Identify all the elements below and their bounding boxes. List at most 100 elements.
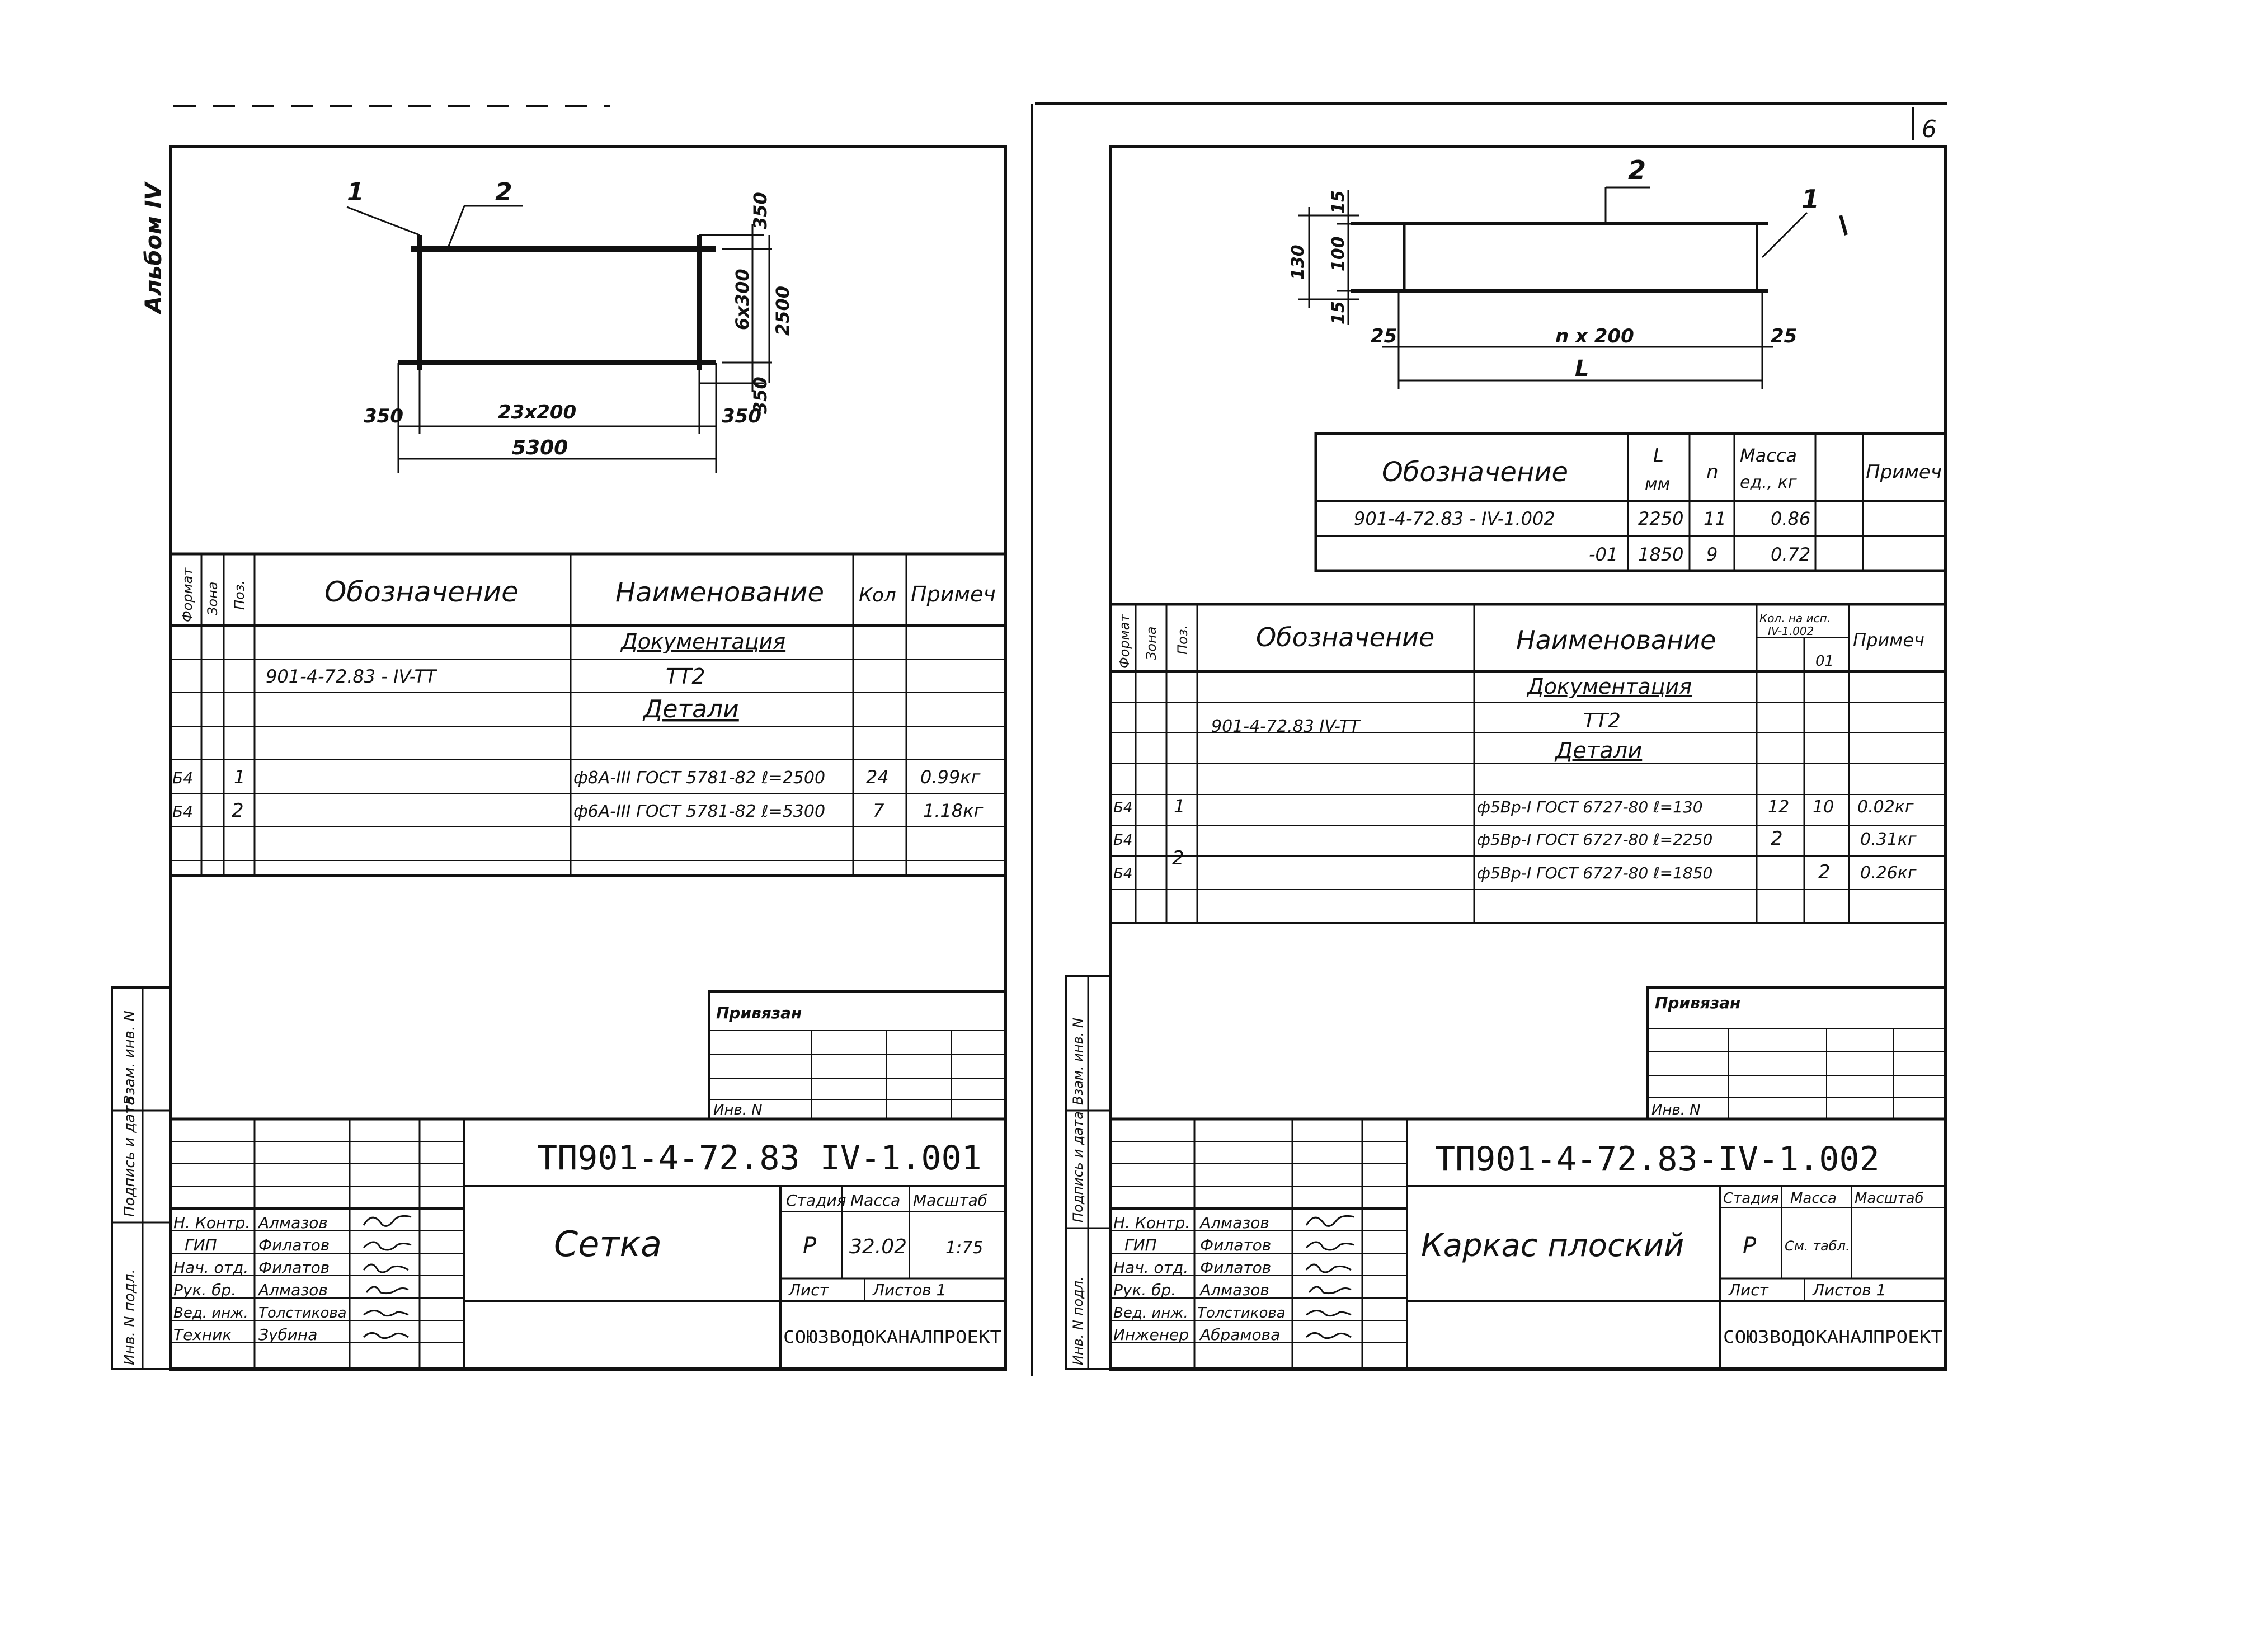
sheet2-sheets-label: Листов 1 — [1812, 1281, 1886, 1299]
sheet2-signer6-name: Абрамова — [1199, 1325, 1280, 1344]
sheet1-spec-table: Формат Зона Поз. Обозначение Наименовани… — [171, 552, 1005, 877]
sheet2-spec-header-qty-sub2: 01 — [1815, 653, 1834, 670]
album-label: Альбом IV — [141, 181, 167, 315]
sheet1-dim-bottom: 350 — [750, 377, 771, 414]
sheet2-mark-row2-L: 1850 — [1638, 544, 1683, 565]
sheet2-signer3-name: Филатов — [1200, 1258, 1271, 1277]
sheet2-inv-label: Инв. N — [1651, 1102, 1701, 1118]
sheet2-dim-top: 15 — [1329, 190, 1348, 214]
sheet1-privyazan-block: Привязан Инв. N — [708, 990, 1006, 1120]
sheet2-mark-row1-L: 2250 — [1638, 508, 1683, 529]
sheet1-spec-row4-name: ф8А-III ГОСТ 5781-82 ℓ=2500 — [573, 768, 825, 788]
sheet2-dim-span: n x 200 — [1555, 325, 1634, 347]
sheet1-signer5-name: Толстикова — [258, 1305, 347, 1322]
sheet2-mark-row2-n: 9 — [1706, 544, 1718, 565]
sheet2-mark-header-note: Примеч — [1866, 461, 1942, 483]
sheet2-title: Каркас плоский — [1421, 1228, 1684, 1264]
sheet2-spec-row6-name: ф5Вр-I ГОСТ 6727-80 ℓ=1850 — [1477, 864, 1712, 882]
sheet2-mark-row1-n: 11 — [1704, 508, 1726, 529]
sheet2-spec-header-qty-sub1: IV-1.002 — [1768, 624, 1814, 638]
sheet2-spec-row1-name: Документация — [1526, 674, 1692, 699]
sheet1-dim-left-end: 350 — [364, 405, 403, 427]
sheet2-dim-right: 25 — [1771, 325, 1797, 347]
sheet1-dim-mid: 6x300 — [732, 269, 753, 330]
sheet1-scale-header: Масштаб — [913, 1191, 987, 1210]
sheet2-stage: Р — [1743, 1233, 1757, 1259]
sheet2-title-block: ТП901-4-72.83-IV-1.002 Каркас плоский Ст… — [1111, 1117, 1945, 1369]
sheet2-signer5-name: Толстикова — [1197, 1305, 1286, 1322]
sheet2-side-label-vzam: Взам. инв. N — [1070, 1018, 1086, 1105]
sheet1-spec-row5-qty: 7 — [873, 800, 884, 821]
sheet2-side-label-podpis: Подпись и дата — [1070, 1111, 1086, 1222]
sheet1-dim-span: 23x200 — [498, 401, 576, 424]
sheet2-spec-header-designation: Обозначение — [1256, 622, 1434, 652]
page-trim-lines — [173, 102, 1947, 1376]
sheet1-spec-header-zone: Зона — [205, 582, 220, 615]
sheet1-pos1-label: 1 — [347, 178, 364, 206]
sheet2-spec-row5-q1: 2 — [1771, 827, 1783, 850]
sheet1-signer1-name: Алмазов — [257, 1214, 328, 1232]
sheet2-spec-row5-name: ф5Вр-I ГОСТ 6727-80 ℓ=2250 — [1477, 830, 1712, 849]
sheet2-spec-row2-designation: 901-4-72.83 IV-TT — [1211, 717, 1361, 736]
sheet1-spec-row5-pos: 2 — [232, 800, 244, 822]
sheet2-signer4-role: Рук. бр. — [1113, 1281, 1176, 1299]
sheet1-mesh-drawing: 1 2 350 6x300 2500 350 350 23x200 350 53… — [346, 178, 793, 473]
sheet2-spec-header-format: Формат — [1117, 614, 1132, 669]
sheet1-side-label-podpis: Подпись и дата — [121, 1097, 138, 1217]
sheet1-sheets-label: Листов 1 — [872, 1281, 946, 1299]
sheet1-dim-total: 2500 — [772, 286, 793, 336]
sheet1-spec-header-name: Наименование — [615, 577, 824, 608]
sheet2-signer1-name: Алмазов — [1199, 1214, 1269, 1232]
sheet1-dim-top: 350 — [750, 192, 771, 229]
sheet2-spec-row6-note: 0.26кг — [1860, 863, 1917, 883]
sheet2-spec-header-qty: Кол. на исп. — [1759, 612, 1831, 625]
sheet2-sheet-label: Лист — [1728, 1281, 1769, 1299]
sheet1-dim-length: 5300 — [512, 436, 568, 459]
sheet1-side-label-vzam: Взам. инв. N — [121, 1010, 138, 1105]
sheet2-signer3-role: Нач. отд. — [1113, 1258, 1188, 1277]
sheet1-stage-header: Стадия — [786, 1191, 846, 1210]
sheet2-spec-row6-q2: 2 — [1818, 861, 1831, 883]
sheet1-pos2-label: 2 — [495, 178, 512, 206]
sheet1-spec-row1-name: Документация — [620, 629, 785, 654]
sheet2-side-strip: Инв. N подл. Подпись и дата Взам. инв. N — [1065, 975, 1112, 1370]
sheet2-mark-row2-mass: 0.72 — [1771, 544, 1810, 565]
sheet2-signer5-role: Вед. инж. — [1113, 1305, 1188, 1322]
sheet1-mass-header: Масса — [850, 1191, 900, 1210]
sheet1-sheet-label: Лист — [788, 1281, 829, 1299]
sheet2-spec-header-pos: Поз. — [1175, 625, 1191, 655]
sheet2-spec-row4-q2: 10 — [1813, 797, 1834, 817]
sheet2-spec-row5-note: 0.31кг — [1860, 830, 1917, 849]
sheet1-signer4-name: Алмазов — [257, 1281, 328, 1299]
sheet2-mark-header-L: L — [1653, 444, 1664, 467]
sheet2-side-label-inv-podl: Инв. N подл. — [1070, 1276, 1086, 1365]
sheet2-pos2-label: 2 — [1628, 155, 1646, 185]
sheet2-spec-row5-format: Б4 — [1113, 832, 1132, 849]
sheet1-spec-header-note: Примеч — [911, 582, 996, 606]
sheet2-signer1-role: Н. Контр. — [1113, 1214, 1190, 1232]
sheet1-spec-row4-pos: 1 — [234, 767, 245, 788]
sheet2-mark-header-L-unit: мм — [1645, 474, 1670, 494]
sheet2-dim-total: 130 — [1288, 244, 1308, 280]
sheet2-spec-table: Формат Зона Поз. Обозначение Наименовани… — [1111, 603, 1945, 924]
sheet1-spec-header-qty: Кол — [859, 584, 896, 606]
sheet1-signer4-role: Рук. бр. — [173, 1281, 236, 1299]
sheet2-spec-header-name: Наименование — [1516, 625, 1716, 655]
sheet2-mark-header-mass-unit: ед., кг — [1740, 473, 1797, 492]
sheet2-mark-row2-designation: -01 — [1589, 544, 1618, 565]
sheet1-spec-row4-qty: 24 — [866, 767, 889, 788]
sheet1-mass: 32.02 — [849, 1235, 907, 1258]
sheet1-spec-row4-format: Б4 — [172, 769, 193, 787]
sheet2-spec-header-zone: Зона — [1144, 627, 1159, 660]
sheet1-side-strip: Инв. N подл. Подпись и дата Взам. инв. N — [111, 986, 172, 1370]
sheet2-signer6-role: Инженер — [1113, 1325, 1189, 1344]
sheet1-spec-row2-name: TT2 — [666, 664, 705, 689]
sheet1-privyazan-label: Привязан — [716, 1004, 802, 1022]
sheet2-org: СОЮЗВОДОКАНАЛПРОЕКТ — [1723, 1328, 1942, 1347]
sheet2-spec-row6-format: Б4 — [1113, 866, 1132, 882]
sheet1-inv-label: Инв. N — [713, 1102, 763, 1118]
sheet2-mark-row1-designation: 901-4-72.83 - IV-1.002 — [1354, 508, 1555, 529]
sheet1-stage: Р — [803, 1233, 817, 1259]
sheet1-spec-header-pos: Поз. — [232, 580, 247, 610]
sheet1-signer2-role: ГИП — [185, 1236, 217, 1254]
